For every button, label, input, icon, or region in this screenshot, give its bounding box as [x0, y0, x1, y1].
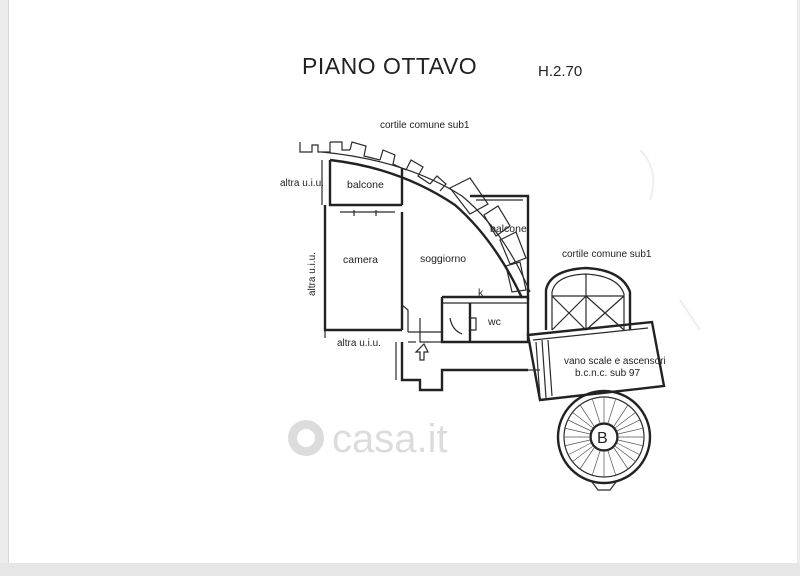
stair-marker-label: B [597, 430, 608, 447]
camera-label: camera [343, 254, 378, 266]
watermark-text: casa.it [332, 417, 448, 461]
left-rooms [321, 160, 409, 338]
lift-shaft [544, 266, 632, 331]
plan-title: PIANO OTTAVO [302, 53, 477, 79]
watermark: casa.it [288, 417, 448, 461]
cortile-top-label: cortile comune sub1 [380, 120, 470, 131]
cortile-right-label: cortile comune sub1 [562, 249, 652, 260]
soggiorno-label: soggiorno [420, 253, 466, 265]
k-label: k [478, 287, 484, 299]
altra-uiu-bottom-label: altra u.i.u. [337, 338, 381, 349]
scan-artifacts [639, 149, 701, 331]
kitchen-wc-block [408, 295, 530, 344]
altra-uiu-left-label: altra u.i.u. [307, 252, 318, 296]
entrance-corridor [395, 341, 528, 392]
vano-scale-line2: b.c.n.c. sub 97 [575, 368, 640, 379]
vano-scale-line1: vano scale e ascensori [564, 356, 666, 367]
bottom-margin [0, 563, 800, 576]
balcone-right-label: balcone [490, 223, 527, 235]
crenellated-wall [299, 141, 531, 299]
altra-uiu-top-label: altra u.i.u. [280, 178, 324, 189]
stair-landing [526, 320, 666, 402]
watermark-logo-inner [297, 429, 315, 447]
balcone-left-label: balcone [347, 179, 384, 191]
spiral-stair: B [556, 389, 652, 491]
ceiling-height: H.2.70 [538, 63, 582, 80]
wc-label: wc [487, 316, 501, 328]
entrance-arrow-icon [414, 342, 429, 361]
right-balcony [470, 194, 530, 300]
